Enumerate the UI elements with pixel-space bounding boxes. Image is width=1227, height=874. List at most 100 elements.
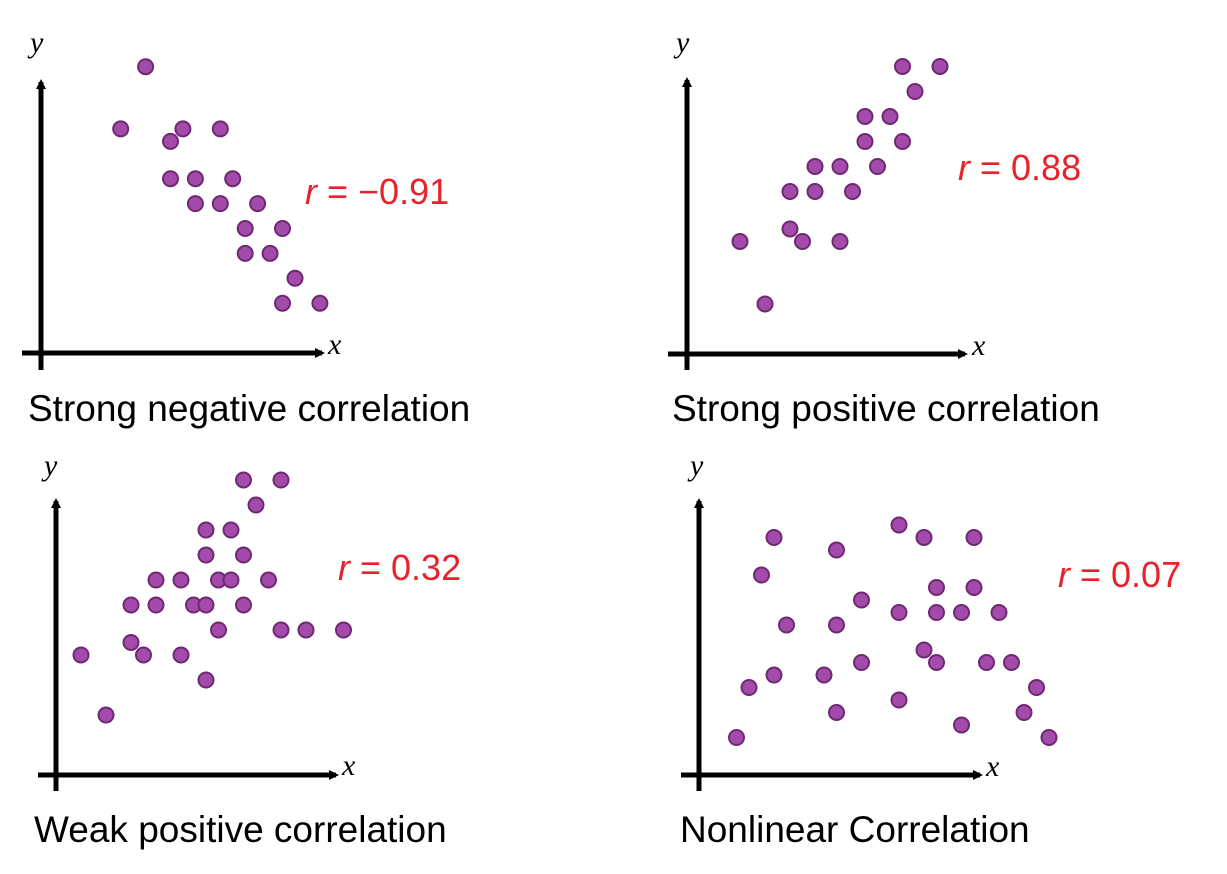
data-point: [224, 170, 242, 188]
data-point: [890, 516, 908, 534]
data-point: [297, 621, 315, 639]
data-point: [235, 546, 252, 564]
data-point: [781, 220, 799, 238]
data-point: [272, 471, 290, 489]
x-axis-label: x: [971, 329, 986, 362]
data-point: [915, 529, 933, 546]
data-point: [235, 471, 252, 489]
data-point: [135, 646, 152, 664]
data-point: [172, 646, 190, 664]
points-group: [731, 58, 949, 313]
correlation-coefficient-label: r = −0.91: [305, 171, 449, 212]
data-point: [1015, 704, 1033, 721]
data-point: [335, 621, 352, 639]
data-point: [978, 654, 995, 671]
data-point: [815, 666, 833, 684]
data-point: [197, 521, 215, 539]
data-point: [174, 120, 192, 138]
r-value: = −0.91: [317, 171, 449, 212]
data-point: [186, 195, 204, 213]
data-point: [1003, 654, 1020, 671]
points-group: [728, 516, 1058, 746]
data-point: [828, 541, 845, 559]
data-point: [728, 729, 745, 746]
data-point: [236, 244, 254, 262]
data-point: [853, 591, 870, 609]
data-point: [928, 579, 945, 596]
data-point: [197, 546, 215, 564]
y-axis-label: y: [687, 449, 704, 482]
y-axis-label: y: [27, 26, 44, 59]
data-point: [236, 220, 254, 237]
data-point: [853, 654, 870, 671]
data-point: [953, 716, 970, 734]
data-point: [869, 158, 886, 175]
data-point: [765, 666, 783, 684]
data-point: [828, 704, 845, 721]
r-value: = 0.32: [350, 547, 461, 588]
data-point: [211, 195, 229, 213]
data-point: [274, 294, 291, 312]
data-point: [856, 133, 874, 150]
r-symbol: r: [305, 171, 319, 212]
data-point: [222, 571, 240, 589]
data-point: [894, 58, 911, 75]
panel-strong-negative: y x r = −0.91 Strong negative correlatio…: [22, 26, 470, 429]
r-symbol: r: [1058, 554, 1072, 595]
data-point: [806, 183, 824, 200]
points-group: [112, 58, 329, 312]
r-symbol: r: [958, 147, 972, 188]
data-point: [828, 616, 845, 634]
data-point: [249, 195, 267, 213]
data-point: [781, 183, 799, 200]
points-group: [72, 471, 352, 724]
panel-title: Nonlinear Correlation: [680, 809, 1030, 850]
data-point: [147, 571, 165, 589]
data-point: [844, 183, 861, 200]
data-point: [965, 529, 983, 546]
data-point: [162, 132, 179, 150]
data-point: [247, 496, 265, 514]
data-point: [831, 233, 849, 250]
data-point: [222, 521, 240, 539]
data-point: [274, 220, 291, 237]
data-point: [753, 566, 770, 584]
data-point: [112, 120, 130, 138]
data-point: [260, 571, 277, 589]
panel-title: Weak positive correlation: [34, 809, 447, 850]
data-point: [261, 244, 279, 262]
data-point: [740, 679, 758, 696]
data-point: [765, 529, 783, 546]
data-point: [1040, 729, 1058, 746]
r-symbol: r: [338, 547, 352, 588]
data-point: [97, 706, 115, 724]
panel-strong-positive: y x r = 0.88 Strong positive correlation: [668, 26, 1100, 429]
panel-weak-positive: y x r = 0.32 Weak positive correlation: [34, 449, 461, 850]
data-point: [272, 621, 290, 639]
data-point: [953, 604, 970, 621]
y-axis-label: y: [41, 449, 58, 482]
data-point: [928, 654, 945, 671]
data-point: [1028, 679, 1045, 696]
panel-nonlinear: y x r = 0.07 Nonlinear Correlation: [680, 449, 1181, 850]
data-point: [72, 646, 90, 664]
data-point: [286, 269, 304, 287]
data-point: [915, 641, 933, 659]
x-axis-label: x: [985, 750, 1000, 783]
data-point: [778, 616, 795, 634]
data-point: [831, 158, 849, 175]
correlation-coefficient-label: r = 0.88: [958, 147, 1081, 188]
data-point: [894, 133, 911, 150]
data-point: [211, 120, 229, 138]
data-point: [172, 571, 190, 589]
r-value: = 0.07: [1070, 554, 1181, 595]
data-point: [965, 579, 983, 596]
data-point: [881, 108, 899, 125]
data-point: [756, 295, 774, 313]
data-point: [890, 691, 908, 709]
data-point: [928, 604, 945, 621]
data-point: [122, 596, 140, 614]
data-point: [906, 83, 924, 100]
correlation-coefficient-label: r = 0.07: [1058, 554, 1181, 595]
